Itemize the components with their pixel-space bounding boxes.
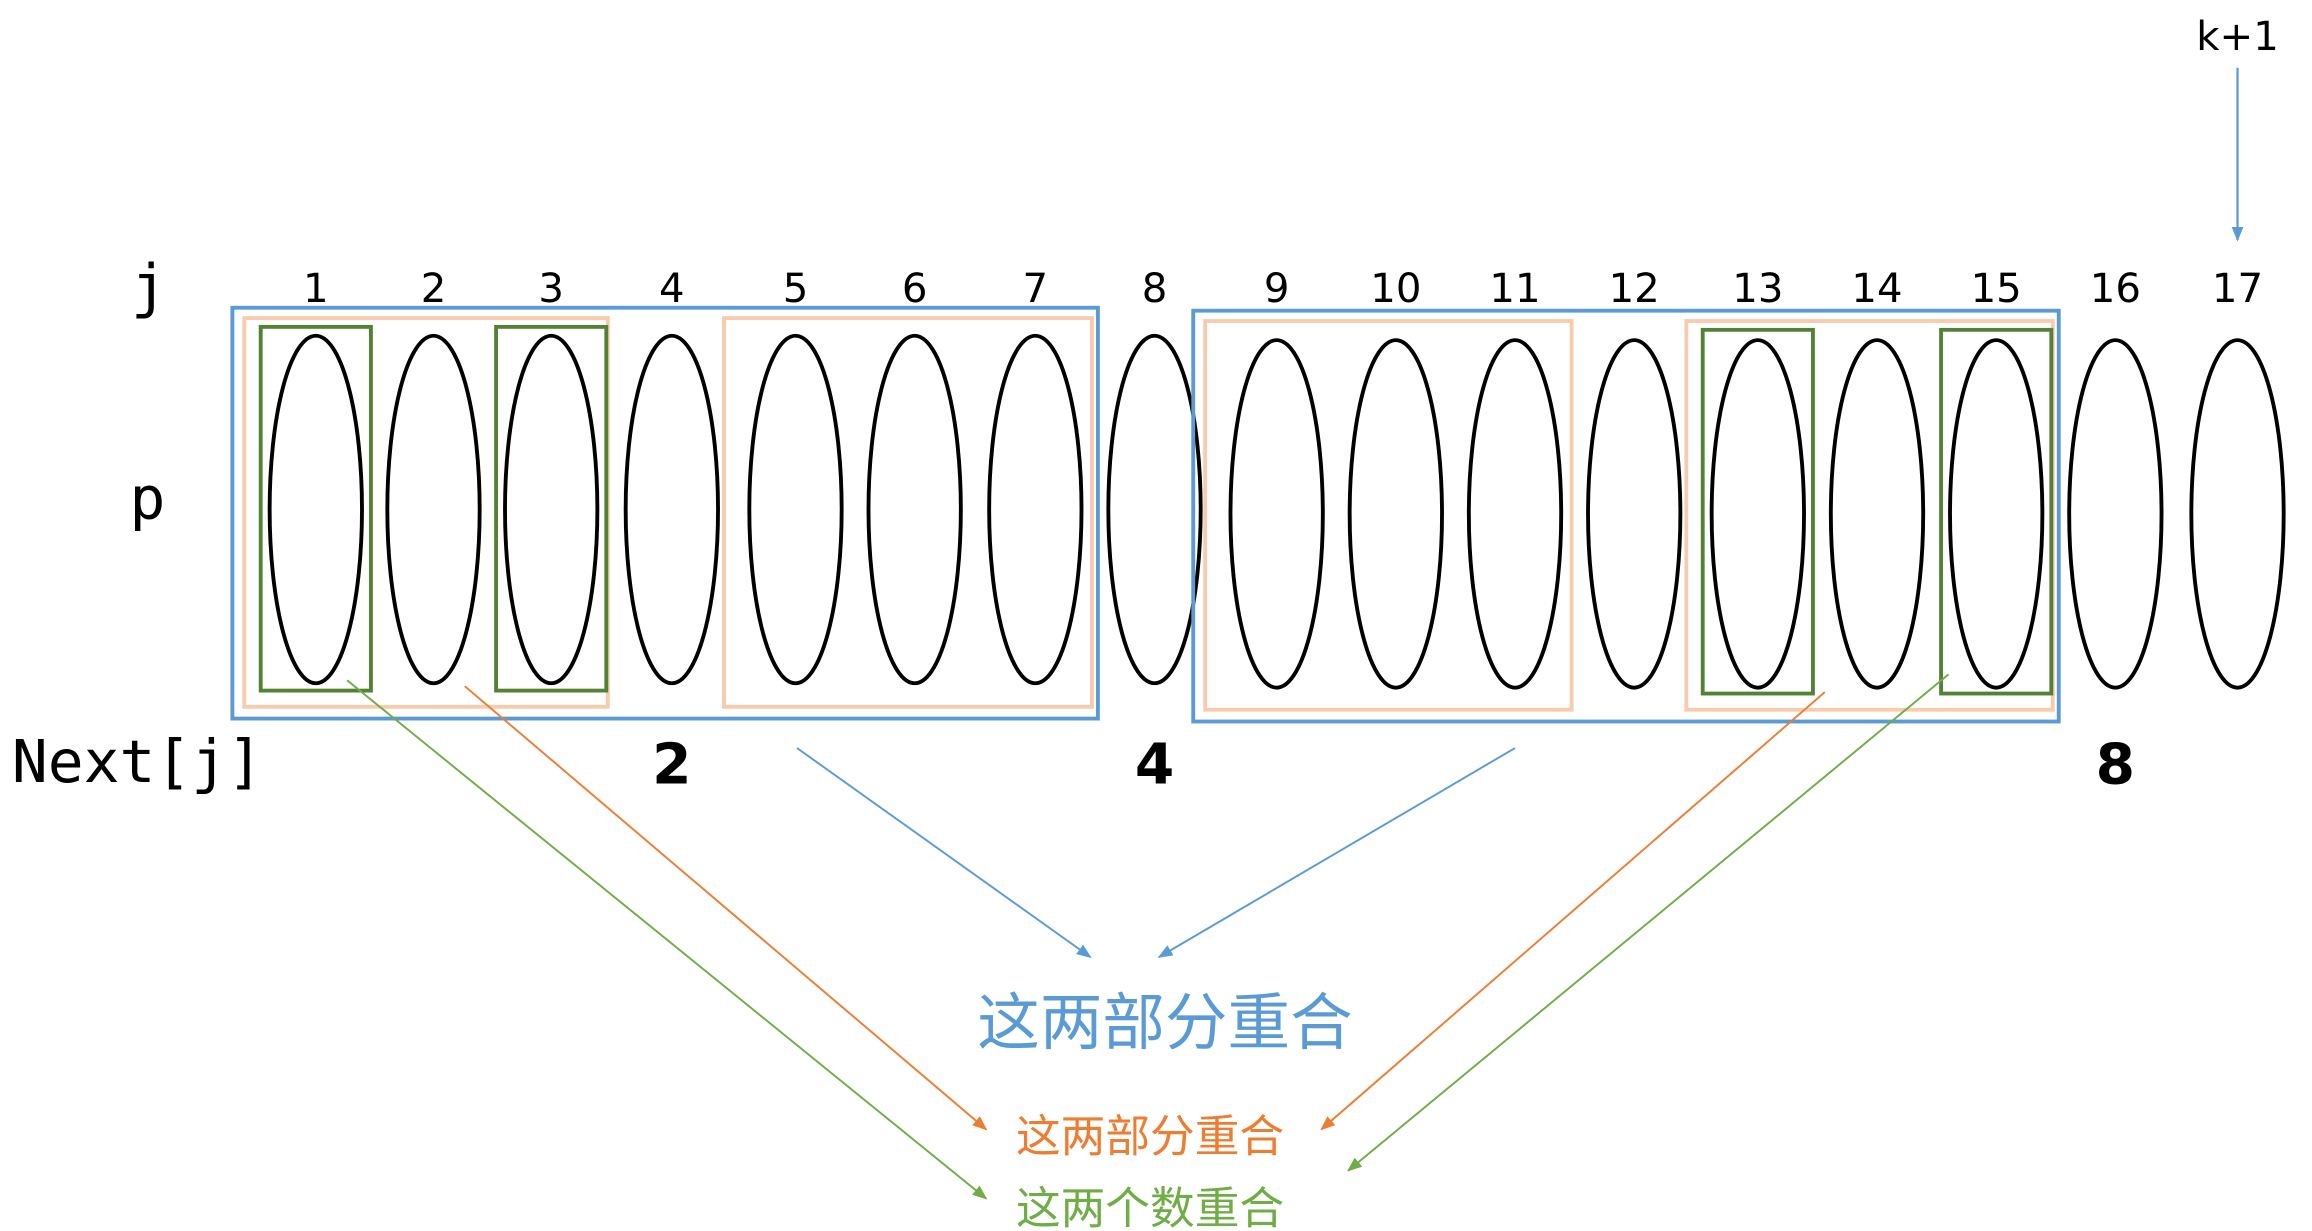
annotation-blue: 这两部分重合 [977, 986, 1352, 1059]
j-label-12: 12 [1609, 266, 1660, 312]
row-label-next: Next[j] [12, 727, 263, 796]
pattern-char-ellipse-12 [1586, 338, 1683, 690]
orange-connectors [464, 685, 1826, 1131]
green-group-box-2 [494, 324, 609, 693]
j-label-5: 5 [783, 266, 809, 312]
green-arrow-right [1347, 673, 1950, 1172]
j-label-13: 13 [1732, 266, 1783, 312]
j-label-8: 8 [1142, 266, 1168, 312]
pointer-label: k+1 [2196, 14, 2279, 60]
row-label-j: j [131, 252, 167, 321]
j-label-7: 7 [1023, 266, 1049, 312]
k-plus-1-pointer: k+1 [2196, 14, 2279, 242]
orange-group-box-1 [242, 316, 610, 709]
green-arrow-left [346, 679, 988, 1200]
j-label-10: 10 [1370, 266, 1421, 312]
pattern-char-ellipse-14 [1828, 338, 1926, 690]
pattern-char-ellipse-10 [1347, 338, 1444, 690]
green-group-box-1 [258, 324, 373, 693]
next-values: 2 4 8 [652, 733, 2135, 798]
j-label-14: 14 [1851, 266, 1902, 312]
j-label-16: 16 [2090, 266, 2141, 312]
pattern-char-ellipse-4 [623, 333, 720, 686]
pattern-char-ellipse-9 [1228, 338, 1325, 690]
j-label-6: 6 [902, 266, 928, 312]
j-label-2: 2 [421, 266, 447, 312]
pattern-char-ellipse-8 [1106, 333, 1203, 686]
pattern-char-ellipse-17 [2189, 338, 2286, 690]
orange-arrow-right [1320, 691, 1826, 1131]
orange-group-box-2 [722, 316, 1094, 709]
annotation-green: 这两个数重合 [1016, 1184, 1284, 1231]
j-label-4: 4 [659, 266, 685, 312]
next-value-j16: 8 [2096, 733, 2135, 798]
green-connectors [346, 673, 1950, 1200]
orange-arrow-left [464, 685, 988, 1131]
next-value-j4: 2 [652, 733, 691, 798]
pattern-char-ellipse-2 [385, 333, 482, 686]
orange-group-box-4 [1684, 319, 2055, 712]
pattern-char-ellipse-5 [747, 333, 844, 686]
pattern-char-ellipse-1 [267, 333, 364, 686]
group-boxes [230, 305, 2061, 724]
pattern-char-ellipse-16 [2067, 338, 2164, 690]
j-label-1: 1 [303, 266, 329, 312]
green-group-box-4 [1939, 327, 2054, 696]
green-group-box-3 [1700, 327, 1815, 696]
j-label-11: 11 [1489, 266, 1540, 312]
pattern-char-ellipse-7 [987, 333, 1084, 686]
j-label-17: 17 [2212, 266, 2263, 312]
j-label-3: 3 [538, 266, 564, 312]
annotation-orange: 这两部分重合 [1016, 1112, 1284, 1163]
pattern-ellipses [267, 333, 2286, 690]
row-label-p: p [130, 464, 166, 533]
blue-arrow-right [1157, 747, 1516, 958]
blue-group-box-1 [230, 305, 1100, 721]
j-label-9: 9 [1264, 266, 1290, 312]
pattern-char-ellipse-15 [1948, 338, 2045, 690]
blue-arrow-left [796, 747, 1092, 958]
blue-group-box-2 [1191, 308, 2061, 724]
pattern-char-ellipse-13 [1709, 338, 1806, 690]
blue-connectors [796, 747, 1516, 958]
j-label-15: 15 [1971, 266, 2022, 312]
pattern-char-ellipse-6 [866, 333, 963, 686]
pattern-char-ellipse-3 [503, 333, 600, 686]
pattern-char-ellipse-11 [1466, 338, 1564, 690]
orange-group-box-3 [1203, 319, 1574, 712]
next-value-j8: 4 [1135, 733, 1174, 798]
